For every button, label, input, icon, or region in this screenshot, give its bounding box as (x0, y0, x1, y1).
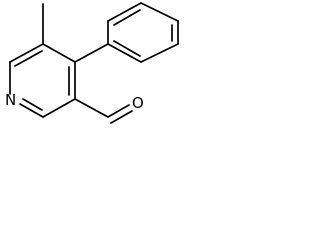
bond-c3-c4 (42, 43, 76, 63)
phenyl-ring (107, 2, 179, 63)
phenyl-inner-1 (113, 9, 141, 26)
oxygen-atom-label: O (132, 94, 144, 112)
bond-c2-c3-inner (14, 50, 43, 67)
aldehyde-group (74, 98, 133, 124)
phenyl-bond-6 (107, 43, 142, 63)
bond-c2-c3 (9, 43, 44, 63)
bond-c6-n1 (19, 103, 44, 118)
phenyl-bond-2 (107, 2, 142, 22)
bond-c6-n1-inner (22, 98, 43, 111)
nitrogen-atom-label: N (5, 91, 16, 109)
bond-c4-phenyl (74, 43, 109, 63)
structure-canvas: N O (0, 0, 186, 148)
pyridine-ring (9, 43, 76, 118)
phenyl-bond-3 (140, 2, 179, 22)
bond-c5-cho (74, 98, 109, 118)
bond-c5-c6 (42, 98, 76, 118)
phenyl-inner-3 (113, 40, 141, 57)
molecule-drawing: N O (5, 2, 179, 124)
bond-cho-o-second (110, 110, 133, 124)
bond-cho-o (107, 104, 130, 118)
phenyl-bond-5 (140, 43, 179, 63)
